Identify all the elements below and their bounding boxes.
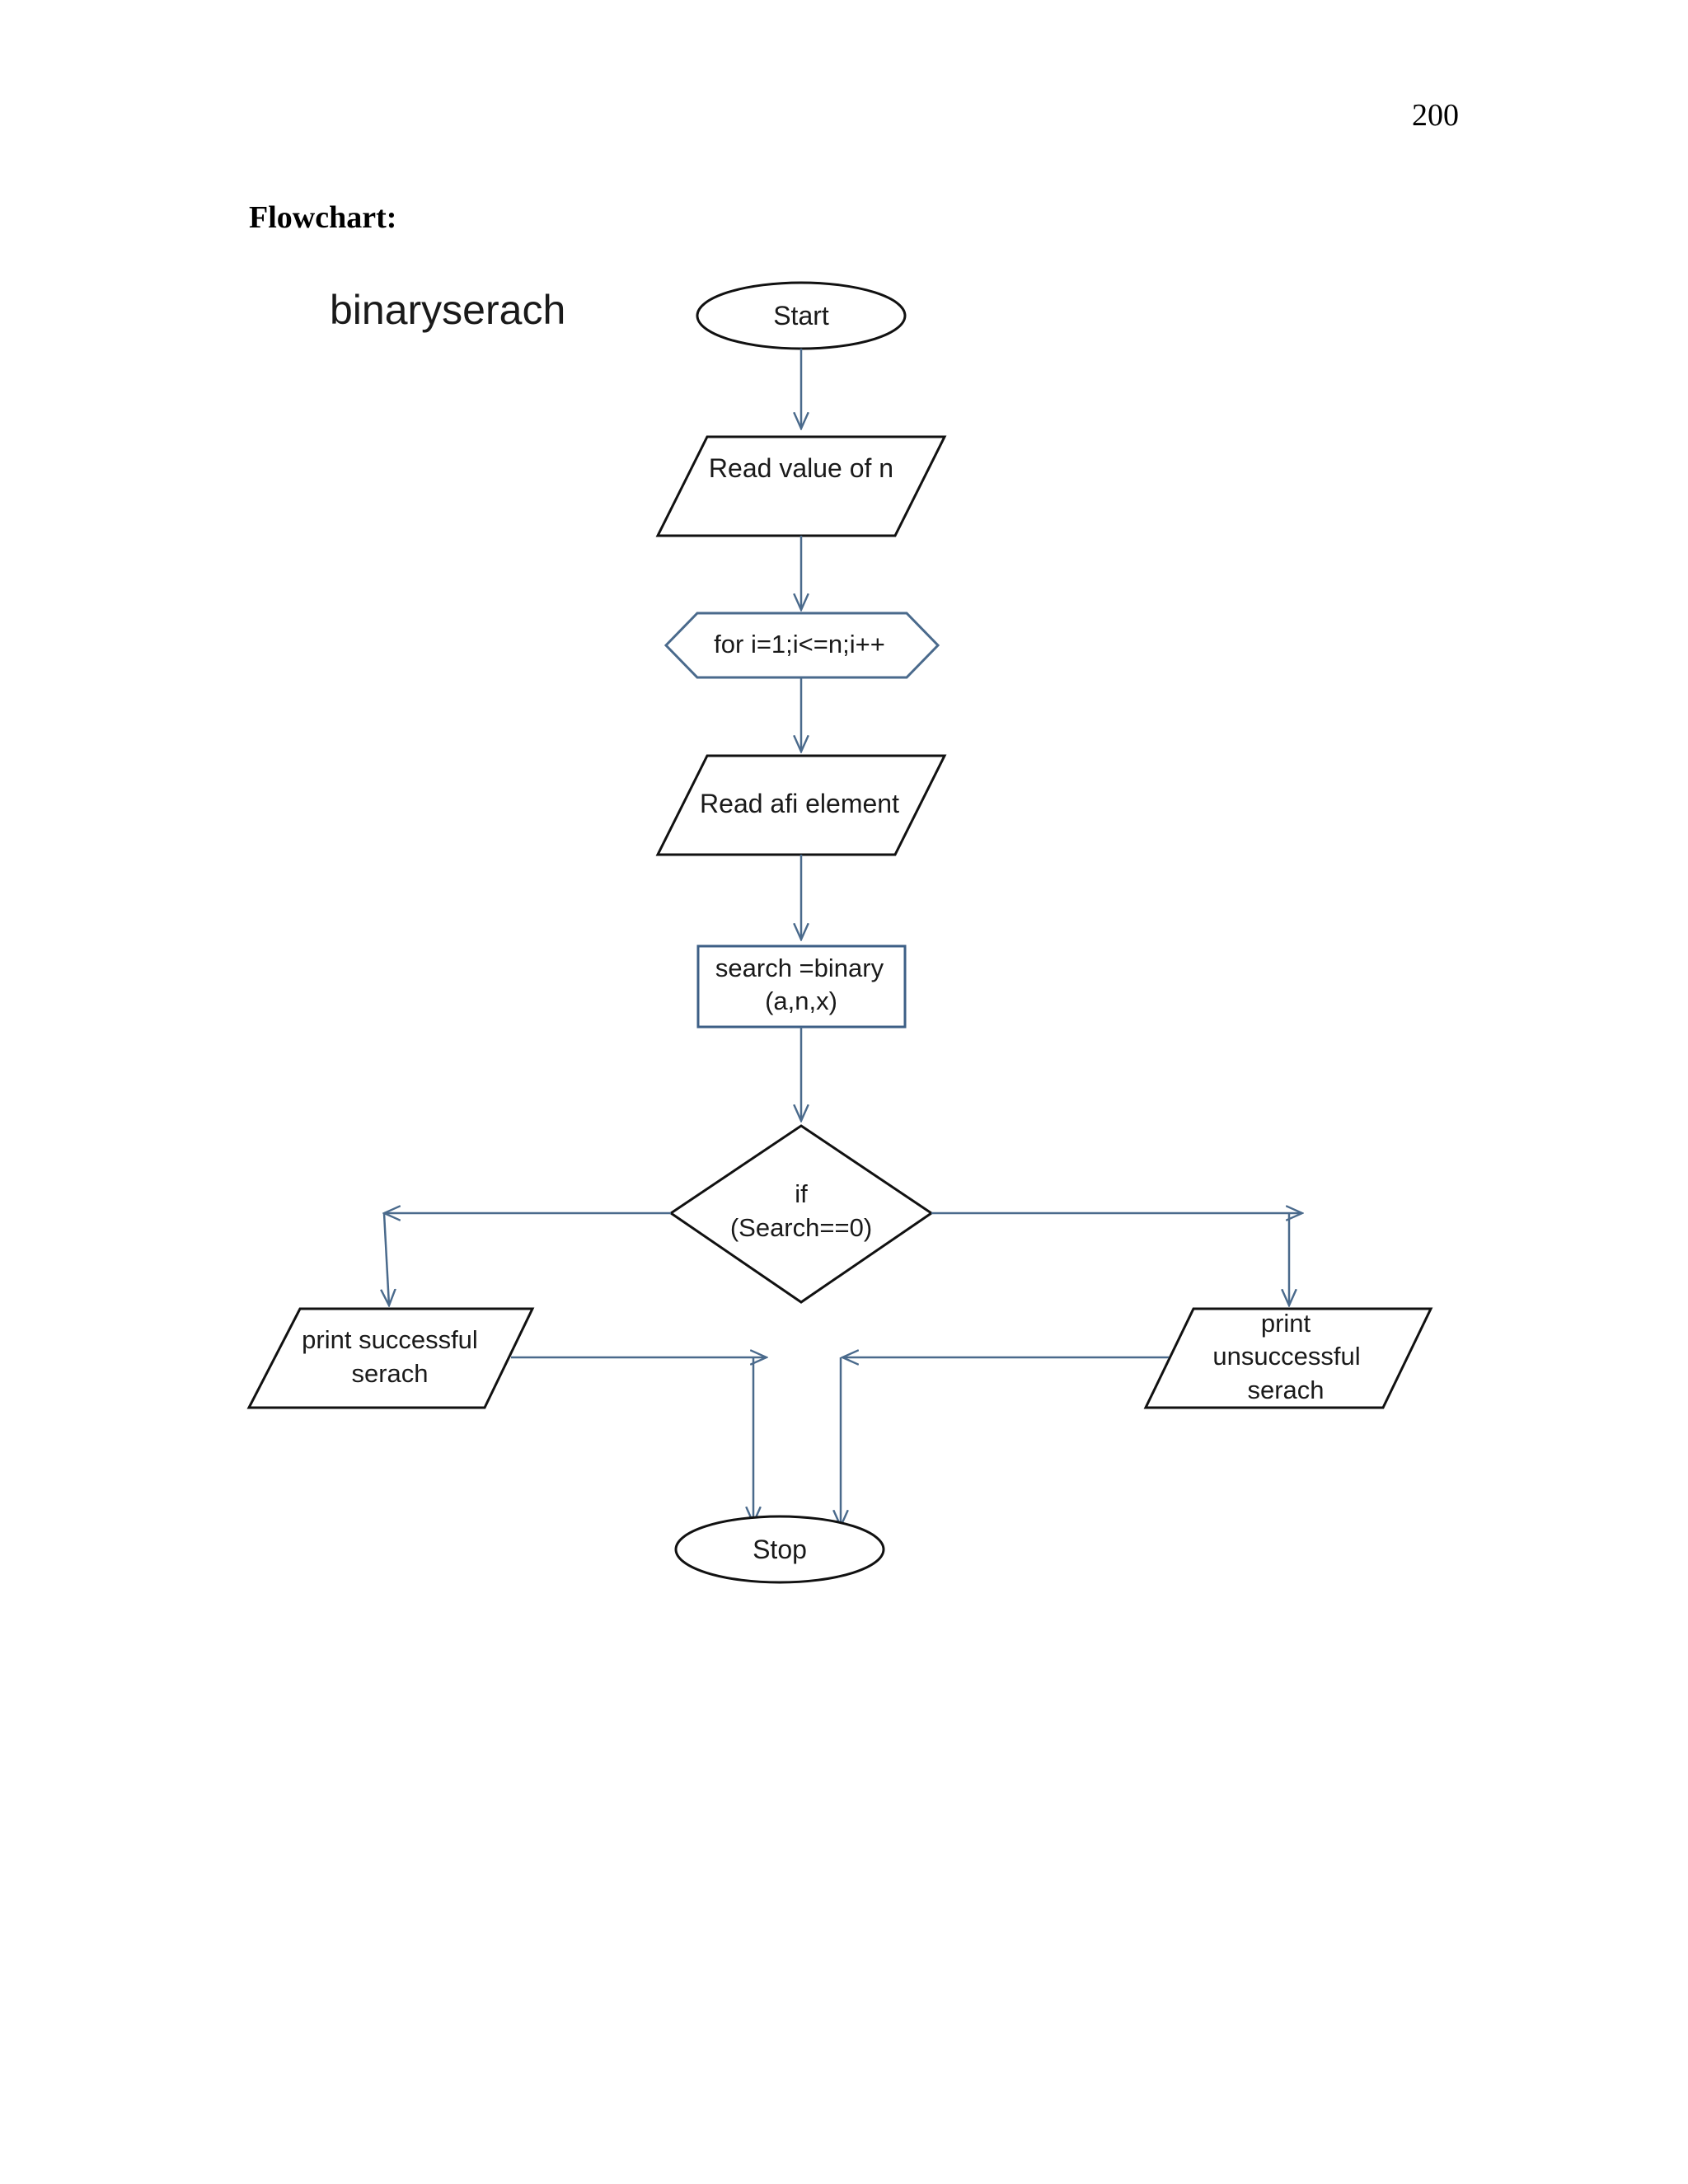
diagram-title: binaryserach [330,287,565,333]
search-label-line1: search =binary [715,954,884,982]
read-element-label: Read afi element [700,789,899,818]
page-number: 200 [1412,98,1459,133]
stop-label: Stop [753,1535,807,1564]
read-n-input [655,435,947,537]
fail-output [1143,1307,1433,1409]
section-heading: Flowchart: [249,200,397,235]
fail-label-line1: print [1261,1309,1311,1338]
decision-label-line1: if [795,1179,808,1208]
read-n-label: Read value of n [709,453,893,483]
success-label-line2: serach [351,1359,428,1388]
stop-terminal [674,1515,885,1584]
decision-label-line2: (Search==0) [730,1213,872,1242]
loop-label: for i=1;i<=n;i++ [714,630,885,658]
search-label-line2: (a,n,x) [765,987,837,1015]
decision-diamond [668,1124,934,1304]
success-output [246,1307,535,1409]
fail-label-line3: serach [1247,1376,1324,1404]
loop-preparation [663,612,940,679]
read-element-input [655,754,947,856]
fail-label-line2: unsuccessful [1212,1342,1360,1371]
search-process [696,944,907,1029]
success-label-line1: print successful [302,1325,478,1354]
start-label: Start [773,301,829,330]
connector-left-down [384,1212,389,1305]
